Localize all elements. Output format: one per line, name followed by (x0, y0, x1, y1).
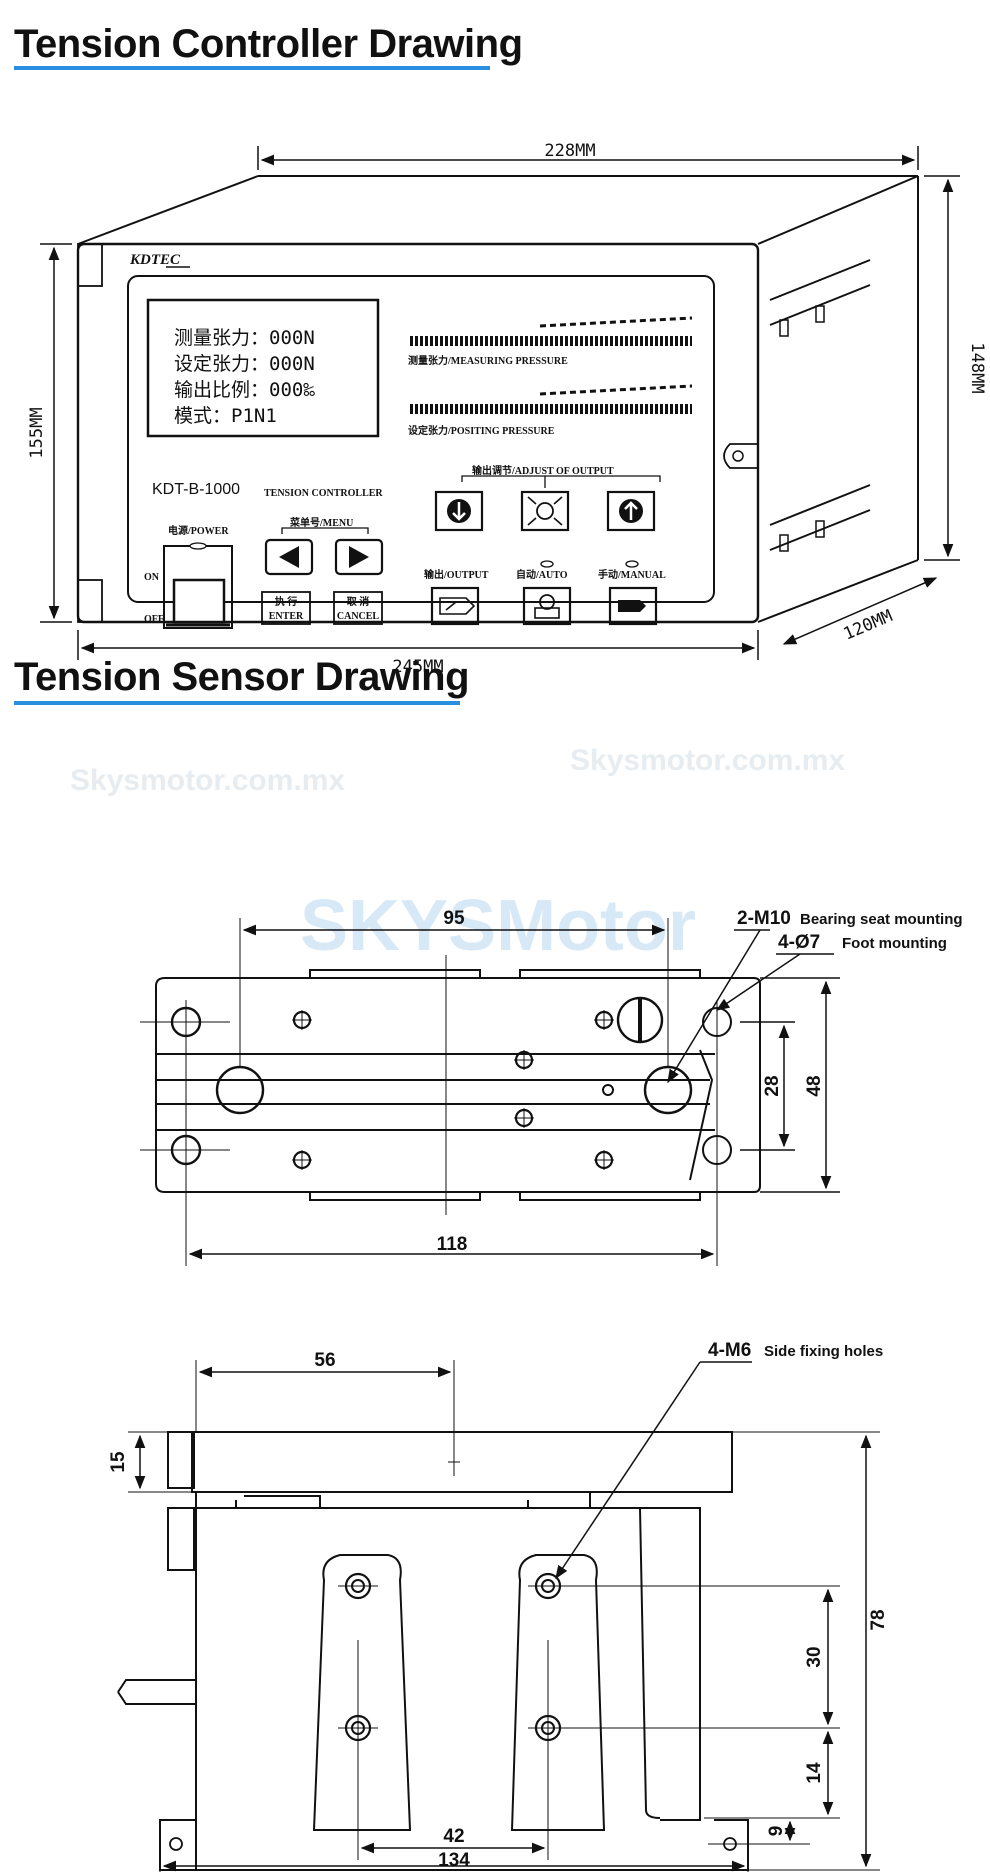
dim-95: 95 (443, 908, 465, 929)
dim-9: 9 (766, 1826, 787, 1837)
positing-bar-graph (408, 384, 693, 414)
enter-en-label: ENTER (269, 611, 304, 622)
callout-bearing-code: 2-M10 (737, 908, 791, 929)
auto-indicator-led (540, 560, 554, 568)
enter-button[interactable]: 执 行 ENTER (261, 591, 311, 625)
output-button[interactable] (430, 586, 480, 626)
manual-indicator-led (625, 560, 639, 568)
lcd-line-measuring: 测量张力：000N (174, 327, 315, 349)
dim-148mm: 148MM (967, 342, 987, 393)
sensor-top-view (155, 969, 761, 1201)
increase-button[interactable] (606, 490, 656, 532)
lcd-line-output: 输出比例：000‰ (174, 379, 315, 401)
dim-42: 42 (443, 1826, 464, 1847)
positing-pressure-label: 设定张力/POSITING PRESSURE (408, 424, 555, 437)
power-off-label: OFF (144, 614, 164, 625)
sensor-top-centerlines (140, 918, 718, 1266)
model-label: KDT-B-1000 (152, 481, 240, 498)
brand-logo: KDTEC (129, 252, 181, 268)
dim-56: 56 (314, 1350, 335, 1371)
sensor-front-centerlines (128, 1360, 880, 1872)
enter-cn-label: 执 行 (275, 595, 298, 608)
measuring-pressure-label: 测量张力/MEASURING PRESSURE (408, 354, 568, 367)
cancel-button[interactable]: 取 消 CANCEL (333, 591, 383, 625)
cancel-cn-label: 取 消 (347, 595, 370, 608)
callout-bearing-text: Bearing seat mounting (800, 911, 963, 928)
sensor-front-dimension-lines (134, 1361, 872, 1872)
controller-dimension-lines (40, 146, 960, 660)
sensor-title-underline (14, 701, 460, 705)
adjust-output-label: 输出调节/ADJUST OF OUTPUT (472, 464, 614, 477)
callout-foot-code: 4-Ø7 (778, 932, 820, 953)
controller-title-underline (14, 66, 490, 70)
dim-78: 78 (868, 1609, 889, 1630)
manual-label: 手动/MANUAL (598, 568, 666, 581)
cancel-en-label: CANCEL (337, 611, 380, 622)
controller-subtitle: TENSION CONTROLLER (264, 488, 383, 499)
menu-label: 菜单号/MENU (289, 516, 353, 529)
dim-118: 118 (437, 1234, 468, 1255)
dim-48: 48 (804, 1075, 825, 1096)
output-label: 输出/OUTPUT (424, 568, 489, 581)
dim-30: 30 (804, 1646, 825, 1667)
callout-side-fixing-text: Side fixing holes (764, 1343, 883, 1360)
watermark-site: Skysmotor.com.mx (70, 764, 345, 797)
manual-button[interactable] (608, 586, 658, 626)
dim-155mm: 155MM (27, 407, 47, 458)
menu-left-button[interactable] (264, 538, 314, 576)
power-label: 电源/POWER (168, 524, 229, 537)
menu-right-button[interactable] (334, 538, 384, 576)
decrease-button[interactable] (434, 490, 484, 532)
sensor-front-view (117, 1431, 749, 1871)
watermark-site-2: Skysmotor.com.mx (570, 744, 845, 777)
measuring-bar-graph (408, 316, 693, 346)
auto-label: 自动/AUTO (516, 568, 568, 581)
lcd-display: 测量张力：000N 设定张力：000N 输出比例：000‰ 模式：P1N1 (174, 327, 315, 427)
dim-120mm: 120MM (841, 606, 896, 644)
sensor-top-dimension-lines (188, 924, 840, 1260)
watermark-brand: SKYSMotor (300, 886, 696, 966)
auto-button[interactable] (522, 586, 572, 626)
dim-15: 15 (108, 1451, 129, 1473)
dim-245mm: 245MM (392, 657, 443, 677)
dim-228mm: 228MM (544, 141, 595, 161)
callout-side-fixing-code: 4-M6 (708, 1340, 751, 1361)
lcd-line-mode: 模式：P1N1 (174, 405, 277, 427)
power-switch[interactable] (163, 542, 233, 629)
dim-28: 28 (762, 1075, 783, 1096)
callout-foot-text: Foot mounting (842, 935, 947, 952)
sensor-section-title: Tension Sensor Drawing (14, 655, 470, 699)
lcd-line-setting: 设定张力：000N (174, 353, 315, 375)
center-adjust-button[interactable] (520, 490, 570, 532)
dim-134: 134 (438, 1850, 470, 1871)
controller-section-title: Tension Controller Drawing (14, 22, 523, 66)
power-on-label: ON (144, 572, 160, 583)
dim-14: 14 (804, 1762, 825, 1784)
